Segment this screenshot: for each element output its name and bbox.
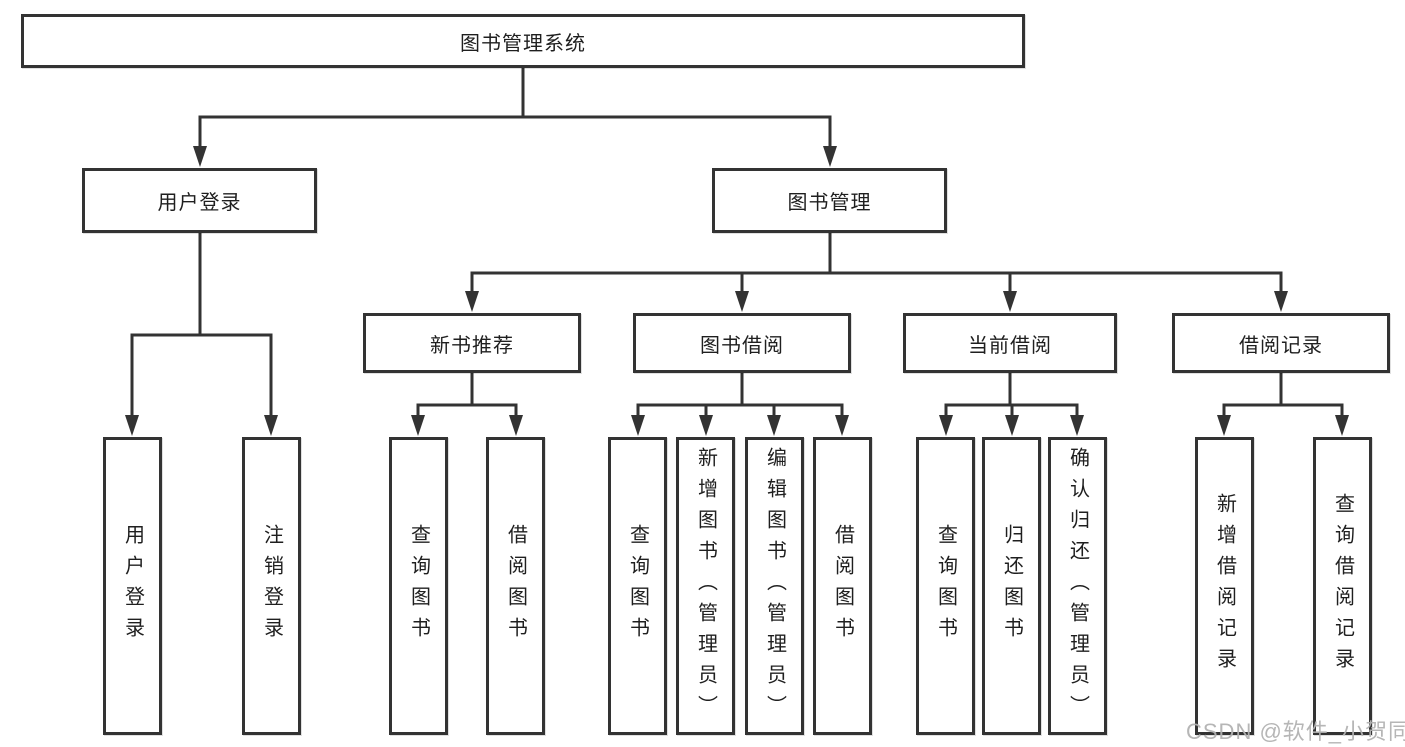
leaf-query-books-1: 查询图书 <box>389 437 448 735</box>
leaf-query-books-3-label: 查询图书 <box>934 524 957 648</box>
leaf-add-borrow-record: 新增借阅记录 <box>1195 437 1254 735</box>
leaf-logout-label: 注销登录 <box>260 524 283 648</box>
node-borrowing-records-label: 借阅记录 <box>1239 334 1323 357</box>
node-root-label: 图书管理系统 <box>460 32 586 55</box>
leaf-query-books-1-label: 查询图书 <box>407 524 430 648</box>
node-book-borrowing-label: 图书借阅 <box>700 334 784 357</box>
leaf-query-borrow-record: 查询借阅记录 <box>1313 437 1372 735</box>
node-new-book-recommend-label: 新书推荐 <box>430 334 514 357</box>
node-borrowing-records: 借阅记录 <box>1172 313 1390 373</box>
node-current-borrowing-label: 当前借阅 <box>968 334 1052 357</box>
leaf-borrow-books-2: 借阅图书 <box>813 437 872 735</box>
leaf-query-books-2: 查询图书 <box>608 437 667 735</box>
leaf-borrow-books-1-label: 借阅图书 <box>504 524 527 648</box>
leaf-add-book-admin-label: 新增图书（管理员） <box>694 446 717 726</box>
node-new-book-recommend: 新书推荐 <box>363 313 581 373</box>
leaf-add-book-admin: 新增图书（管理员） <box>676 437 735 735</box>
leaf-confirm-return-admin-label: 确认归还（管理员） <box>1066 446 1089 726</box>
leaf-user-login-label: 用户登录 <box>121 524 144 648</box>
leaf-query-borrow-record-label: 查询借阅记录 <box>1331 493 1354 679</box>
leaf-query-books-2-label: 查询图书 <box>626 524 649 648</box>
node-book-management-label: 图书管理 <box>787 192 872 214</box>
leaf-user-login: 用户登录 <box>103 437 162 735</box>
leaf-return-books-label: 归还图书 <box>1000 524 1023 648</box>
leaf-logout: 注销登录 <box>242 437 301 735</box>
leaf-confirm-return-admin: 确认归还（管理员） <box>1048 437 1107 735</box>
leaf-return-books: 归还图书 <box>982 437 1041 735</box>
watermark: CSDN @软件_小贺同学 <box>1186 719 1405 744</box>
leaf-add-borrow-record-label: 新增借阅记录 <box>1213 493 1236 679</box>
node-current-borrowing: 当前借阅 <box>903 313 1117 373</box>
leaf-edit-book-admin-label: 编辑图书（管理员） <box>763 446 786 726</box>
node-user-login-label: 用户登录 <box>157 192 242 214</box>
leaf-edit-book-admin: 编辑图书（管理员） <box>745 437 804 735</box>
leaf-borrow-books-2-label: 借阅图书 <box>831 524 854 648</box>
node-book-management: 图书管理 <box>712 168 947 233</box>
leaf-borrow-books-1: 借阅图书 <box>486 437 545 735</box>
leaf-query-books-3: 查询图书 <box>916 437 975 735</box>
node-user-login: 用户登录 <box>82 168 317 233</box>
node-root-library-system: 图书管理系统 <box>21 14 1025 68</box>
arrowhead-icons <box>125 146 1349 436</box>
node-book-borrowing: 图书借阅 <box>633 313 851 373</box>
